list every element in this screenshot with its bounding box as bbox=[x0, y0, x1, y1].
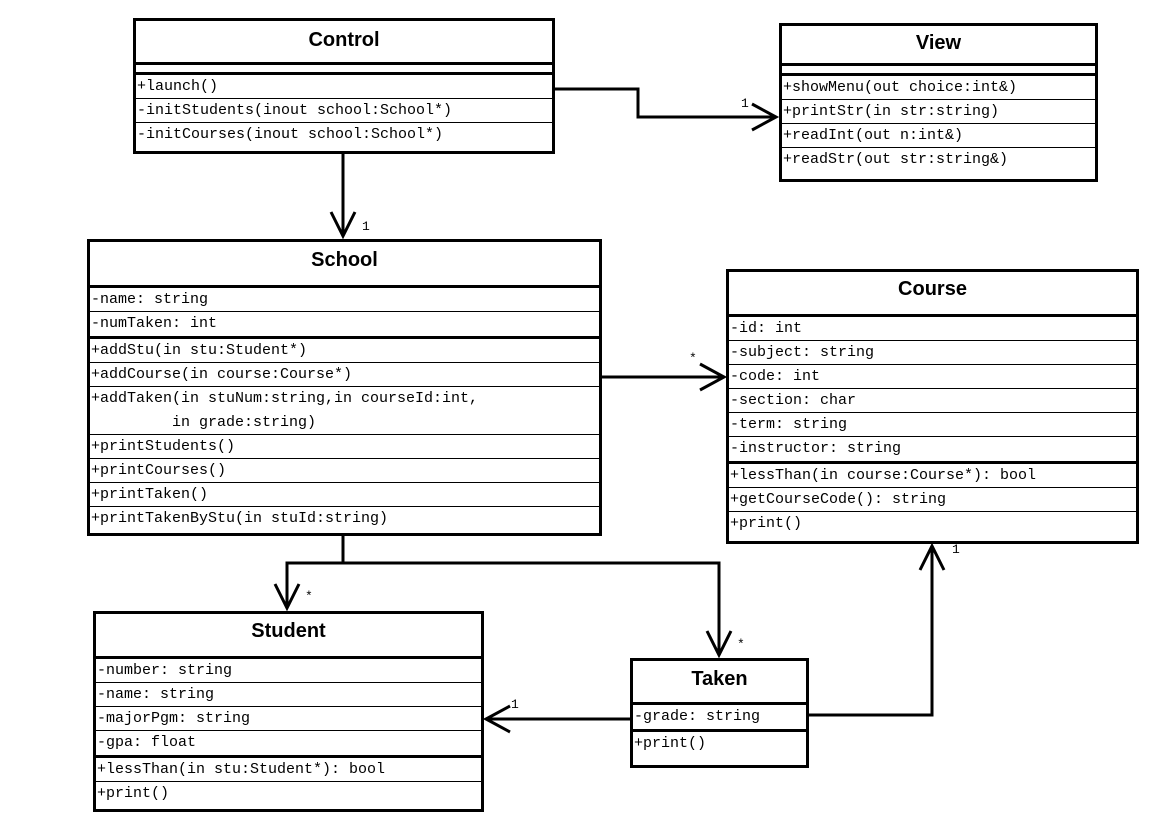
class-view-attributes bbox=[782, 66, 1095, 76]
class-school-attributes: -name: string -numTaken: int bbox=[90, 288, 599, 339]
method: +readInt(out n:int&) bbox=[782, 124, 1095, 148]
method: +addTaken(in stuNum:string,in courseId:i… bbox=[91, 390, 479, 407]
method: +addCourse(in course:Course*) bbox=[90, 363, 599, 387]
method: +lessThan(in course:Course*): bool bbox=[729, 464, 1136, 488]
school-student-arrowhead bbox=[273, 583, 301, 612]
multiplicity-school-course: * bbox=[689, 351, 697, 366]
taken-course-association bbox=[809, 546, 934, 717]
method: +launch() bbox=[136, 75, 552, 99]
class-view-methods: +showMenu(out choice:int&) +printStr(in … bbox=[782, 76, 1095, 172]
attribute: -numTaken: int bbox=[91, 315, 218, 332]
attribute: -majorPgm: string bbox=[96, 707, 481, 731]
method: +addStu(in stu:Student*) bbox=[90, 339, 599, 363]
attribute: -number: string bbox=[96, 659, 481, 683]
class-student: Student -number: string -name: string -m… bbox=[93, 611, 484, 812]
class-taken-methods: +print() bbox=[633, 732, 806, 756]
taken-student-arrowhead bbox=[482, 704, 511, 734]
multiplicity-school-taken: * bbox=[737, 637, 745, 652]
school-course-arrowhead bbox=[699, 362, 728, 392]
method: +printStr(in str:string) bbox=[782, 100, 1095, 124]
class-control-attributes bbox=[136, 65, 552, 75]
attribute: -gpa: float bbox=[97, 734, 197, 751]
class-control-name: Control bbox=[136, 21, 552, 65]
taken-course-arrowhead bbox=[918, 542, 946, 571]
method: +printTaken() bbox=[90, 483, 599, 507]
method: +showMenu(out choice:int&) bbox=[782, 76, 1095, 100]
method: +printCourses() bbox=[90, 459, 599, 483]
method: +print() bbox=[634, 735, 707, 752]
class-school: School -name: string -numTaken: int +add… bbox=[87, 239, 602, 536]
attribute: -name: string bbox=[90, 288, 599, 312]
attribute: -name: string bbox=[96, 683, 481, 707]
attribute: -id: int bbox=[729, 317, 1136, 341]
control-view-association bbox=[555, 87, 776, 119]
multiplicity-taken-student: 1 bbox=[511, 697, 519, 712]
class-course-name: Course bbox=[729, 272, 1136, 317]
attribute: -subject: string bbox=[729, 341, 1136, 365]
class-student-methods: +lessThan(in stu:Student*): bool +print(… bbox=[96, 758, 481, 806]
method: +printStudents() bbox=[90, 435, 599, 459]
class-school-name: School bbox=[90, 242, 599, 288]
multiplicity-control-view: 1 bbox=[741, 96, 749, 111]
multiplicity-school-student: * bbox=[305, 589, 313, 604]
class-school-methods: +addStu(in stu:Student*) +addCourse(in c… bbox=[90, 339, 599, 531]
method: +printTakenByStu(in stuId:string) bbox=[91, 510, 389, 527]
class-taken-name: Taken bbox=[633, 661, 806, 705]
class-student-name: Student bbox=[96, 614, 481, 659]
multiplicity-taken-course: 1 bbox=[952, 542, 960, 557]
method: +getCourseCode(): string bbox=[729, 488, 1136, 512]
method-continuation: in grade:string) bbox=[90, 411, 599, 435]
class-course: Course -id: int -subject: string -code: … bbox=[726, 269, 1139, 544]
method: +readStr(out str:string&) bbox=[783, 151, 1009, 168]
class-taken: Taken -grade: string +print() bbox=[630, 658, 809, 768]
method: -initStudents(inout school:School*) bbox=[136, 99, 552, 123]
method: +print() bbox=[97, 785, 170, 802]
class-student-attributes: -number: string -name: string -majorPgm:… bbox=[96, 659, 481, 758]
control-school-arrowhead bbox=[329, 211, 357, 240]
attribute: -section: char bbox=[729, 389, 1136, 413]
method: -initCourses(inout school:School*) bbox=[137, 126, 444, 143]
class-course-methods: +lessThan(in course:Course*): bool +getC… bbox=[729, 464, 1136, 536]
school-taken-association bbox=[343, 561, 721, 655]
multiplicity-control-school: 1 bbox=[362, 219, 370, 234]
class-control-methods: +launch() -initStudents(inout school:Sch… bbox=[136, 75, 552, 147]
school-taken-arrowhead bbox=[705, 630, 733, 659]
attribute: -code: int bbox=[729, 365, 1136, 389]
method: +print() bbox=[730, 515, 803, 532]
class-course-attributes: -id: int -subject: string -code: int -se… bbox=[729, 317, 1136, 464]
attribute: -term: string bbox=[729, 413, 1136, 437]
attribute: -grade: string bbox=[634, 708, 761, 725]
control-view-arrowhead bbox=[751, 102, 780, 132]
attribute: -instructor: string bbox=[730, 440, 902, 457]
school-student-association bbox=[285, 536, 345, 608]
class-view-name: View bbox=[782, 26, 1095, 66]
class-control: Control +launch() -initStudents(inout sc… bbox=[133, 18, 555, 154]
method: +lessThan(in stu:Student*): bool bbox=[96, 758, 481, 782]
class-view: View +showMenu(out choice:int&) +printSt… bbox=[779, 23, 1098, 182]
class-taken-attributes: -grade: string bbox=[633, 705, 806, 732]
